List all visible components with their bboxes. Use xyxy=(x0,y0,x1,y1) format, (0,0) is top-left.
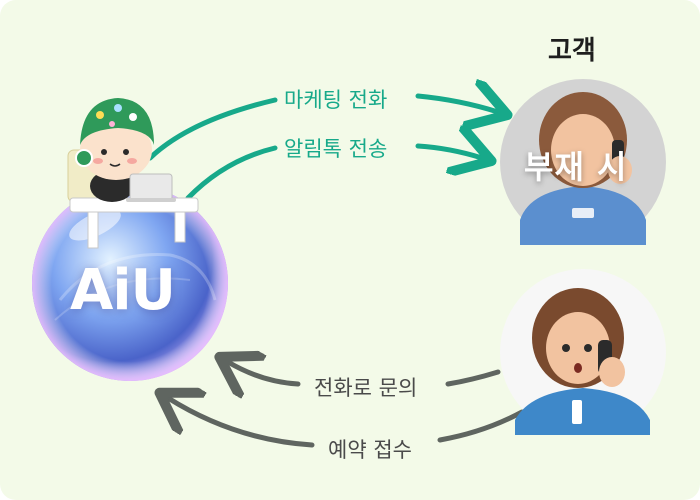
customer-on-phone-icon xyxy=(500,79,666,245)
customer-calling-icon xyxy=(500,269,666,435)
arrow-marketing-call xyxy=(147,96,498,161)
customer-status-label: 부재 시 xyxy=(524,148,628,186)
customer-label: 고객 xyxy=(548,36,596,66)
arrow-phone-inquiry xyxy=(228,362,501,384)
arrow-notification-send xyxy=(185,146,482,201)
arrow-reservation xyxy=(168,398,525,448)
incoming-label-inquiry: 전화로 문의 xyxy=(314,376,418,400)
incoming-label-reservation: 예약 접수 xyxy=(328,438,412,462)
ai-brand-label: AiU xyxy=(70,258,176,323)
outgoing-label-notification: 알림톡 전송 xyxy=(284,137,388,161)
headset-mascot-icon xyxy=(67,98,199,249)
outgoing-label-marketing: 마케팅 전화 xyxy=(284,88,388,112)
